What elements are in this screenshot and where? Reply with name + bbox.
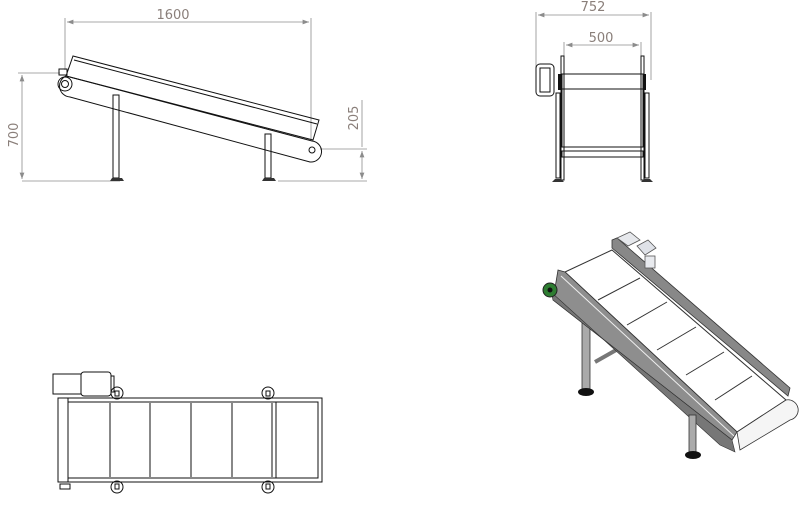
dimension-overall-width: 752 — [581, 0, 606, 15]
drive-pulley — [57, 76, 73, 92]
dimension-length: 1600 — [156, 8, 189, 23]
dimension-belt-width: 500 — [589, 31, 614, 46]
support-leg — [688, 414, 697, 454]
conveyor-frame — [59, 75, 323, 163]
support-leg — [112, 94, 120, 179]
gear-motor — [52, 373, 82, 395]
motor — [535, 63, 555, 97]
side-view: 1600 700 205 — [7, 8, 367, 182]
front-view: 752 500 — [535, 0, 653, 182]
conveyor-frame-top — [57, 397, 323, 483]
motor — [616, 231, 657, 269]
dimension-discharge-height: 205 — [347, 106, 362, 131]
isometric-view — [542, 231, 799, 459]
dimension-height: 700 — [7, 123, 22, 148]
top-view — [52, 371, 323, 494]
support-leg — [581, 319, 591, 391]
support-leg — [264, 133, 272, 179]
side-rail — [65, 55, 320, 141]
right-side-rail — [611, 237, 791, 397]
belt-section — [561, 73, 644, 148]
